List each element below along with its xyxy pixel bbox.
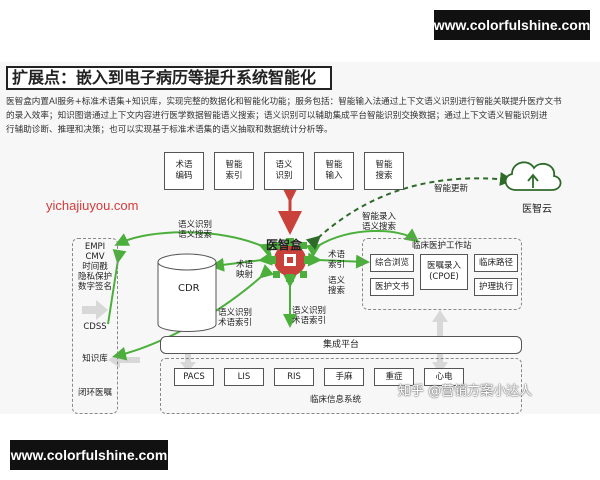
ws-cpoe: 医嘱录入 (CPOE) [420,254,468,290]
left-column-top-list: EMPI CMV 时间戳 隐私保护 数字签名 [77,242,112,292]
cloud-update-arrow [305,172,514,250]
site-watermark: yichajiuyou.com [46,198,139,213]
left-column-cdss: CDSS [83,322,107,332]
his-frame [160,358,522,414]
green-curve-left-top [114,231,274,257]
zhihu-watermark: 知乎 @营销方案小达人 [398,384,533,399]
gear-icon [268,238,312,282]
his-icu: 重症 [374,368,414,386]
left-column-frame [72,238,118,414]
annotation-bottom-left: 语义识别 术语索引 [218,308,253,328]
page-title: 扩展点：嵌入到电子病历等提升系统智能化 [6,66,332,90]
green-line-left-cdss [107,249,127,325]
ws-medical-docs: 医护文书 [370,278,414,296]
green-line-ws [307,252,370,269]
his-pacs: PACS [174,368,214,386]
annotation-term-index: 术语 索引 [328,250,346,270]
service-smart-input: 智能 输入 [314,152,354,190]
ws-clinical-pathway: 临床路径 [474,254,518,272]
cdr-cylinder [157,253,217,332]
watermark-banner-bottom: www.colorfulshine.com [10,440,168,470]
annotation-bottom-right: 语义识别 术语索引 [292,306,327,326]
workstation-title: 临床医护工作站 [412,241,472,251]
diagram-connectors [82,161,562,374]
left-column-knowledge-base: 知识库 [82,354,108,364]
cloud-update-label: 智能更新 [434,184,469,194]
left-column-closed-loop-orders: 闭环医嘱 [77,388,112,398]
annotation-semantic-search: 语义 搜索 [328,276,346,296]
his-ecg: 心电 [424,368,464,386]
watermark-banner-top: www.colorfulshine.com [434,10,590,40]
description-line: 的录入效率；知识图谱通过上下文内容进行医学数据智能语义搜索；语义识别可以辅助集成… [6,111,548,121]
description-line: 行辅助诊断、推理和决策；也可以实现基于标准术语集的语义抽取和数据统计分析等。 [6,125,333,135]
annotation-smart-input: 智能录入 语义搜索 [362,212,397,232]
cloud-icon [504,161,562,191]
his-title: 临床信息系统 [310,395,362,405]
architecture-figure: 扩展点：嵌入到电子病历等提升系统智能化 医智盒内置AI服务+标准术语集+知识库，… [0,62,600,414]
his-anesthesia: 手麻 [324,368,364,386]
service-semantic-recognition: 语义 识别 [264,152,304,190]
ws-overview: 综合浏览 [370,254,414,272]
cloud-label: 医智云 [522,204,552,215]
gray-arrow-left [82,300,108,320]
service-smart-index: 智能 索引 [214,152,254,190]
annotation-term-mapping: 术语 映射 [236,260,254,280]
description-line: 医智盒内置AI服务+标准术语集+知识库，实现完整的数据化和智能化功能；服务包括：… [6,97,562,107]
gray-arrow-his-up [432,352,448,374]
workstation-frame [362,238,522,310]
integration-platform: 集成平台 [160,336,522,354]
service-smart-search: 智能 搜索 [364,152,404,190]
gray-arrow-ws-down [432,310,448,336]
cdr-label: CDR [178,283,200,294]
description: 医智盒内置AI服务+标准术语集+知识库，实现完整的数据化和智能化功能；服务包括：… [6,95,594,137]
gray-arrow-cdr-up [180,352,196,372]
annotation-left-top: 语义识别 语义搜索 [178,220,213,240]
his-ris: RIS [274,368,314,386]
his-lis: LIS [224,368,264,386]
service-term-coding: 术语 编码 [164,152,204,190]
hub-label: 医智盒 [266,238,303,252]
ws-nursing-execution: 护理执行 [474,278,518,296]
